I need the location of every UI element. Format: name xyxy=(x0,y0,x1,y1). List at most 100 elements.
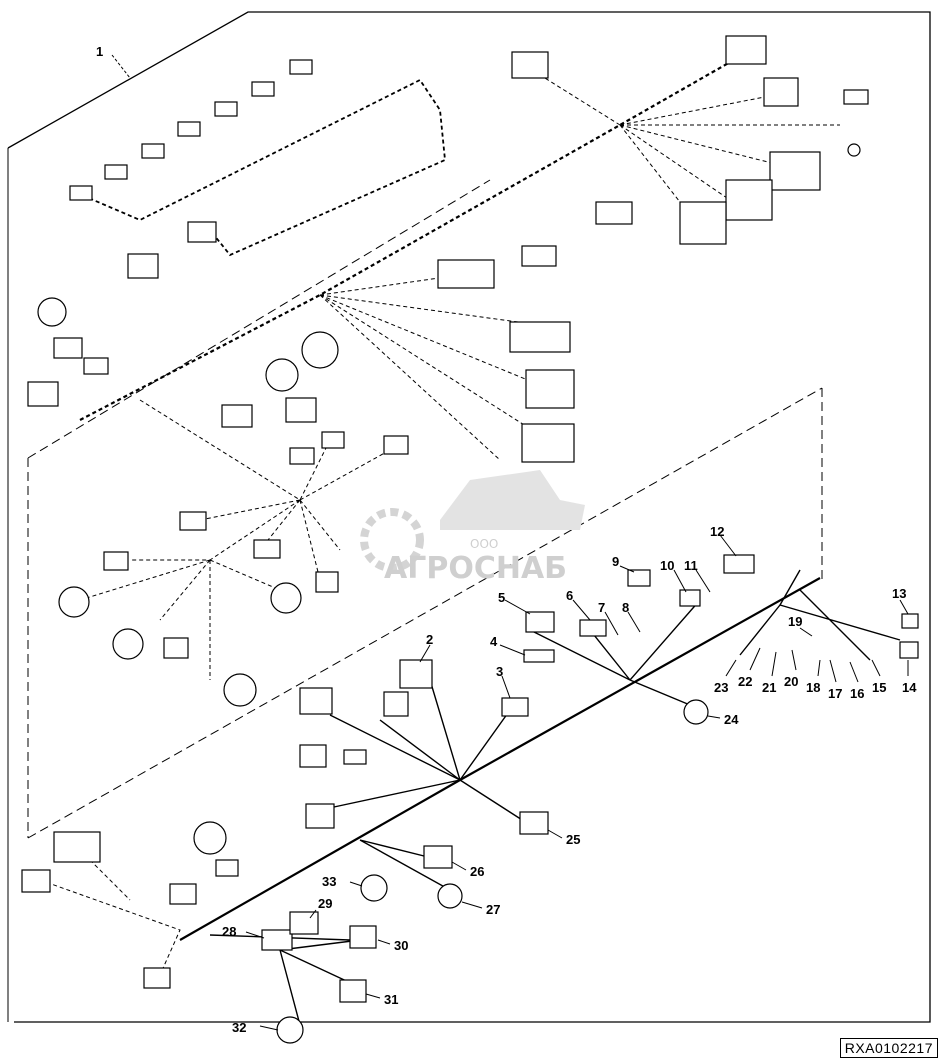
connector-lower-e xyxy=(305,803,335,829)
connector-lower-d xyxy=(343,749,367,765)
upper-loop-wire xyxy=(69,78,446,257)
callout-21: 21 xyxy=(762,680,776,695)
callout-1: 1 xyxy=(96,44,103,59)
callout-30: 30 xyxy=(394,938,408,953)
connector-lower-i xyxy=(215,859,239,877)
callout-10: 10 xyxy=(660,558,674,573)
watermark-tractor-icon xyxy=(440,470,585,530)
connector-mid-5 xyxy=(253,539,281,559)
connector-lower-j xyxy=(169,883,197,905)
connector-31 xyxy=(339,979,367,1003)
callout-32: 32 xyxy=(232,1020,246,1035)
connector-14 xyxy=(899,641,919,659)
upper-trunk-wire xyxy=(79,44,761,421)
connector-33 xyxy=(360,874,388,902)
connector-upper-e xyxy=(27,381,59,407)
connector-round-c xyxy=(301,331,339,369)
connector-32 xyxy=(276,1016,304,1044)
watermark: ООО АГРОСНАБ xyxy=(360,470,585,586)
lower-left-wires xyxy=(39,849,181,976)
connector-top-1 xyxy=(511,51,549,79)
callout-20: 20 xyxy=(784,674,798,689)
callout-24: 24 xyxy=(724,712,739,727)
connector-upper-j xyxy=(285,397,317,423)
callout-19: 19 xyxy=(788,614,802,629)
callout-8: 8 xyxy=(622,600,629,615)
connector-25 xyxy=(519,811,549,835)
connector-10 xyxy=(679,589,701,607)
subframe-dashed xyxy=(27,179,823,839)
connector-6 xyxy=(579,619,607,637)
connector-round-b xyxy=(265,358,299,392)
callout-22: 22 xyxy=(738,674,752,689)
connector-13 xyxy=(901,613,919,629)
connector-28 xyxy=(261,929,293,951)
ring-terminal xyxy=(847,143,861,157)
connector-mid-6 xyxy=(103,551,129,571)
connector-top-9 xyxy=(521,245,557,267)
callout-28: 28 xyxy=(222,924,236,939)
connector-top-2 xyxy=(725,35,767,65)
callout-7: 7 xyxy=(598,600,605,615)
connector-mid-2 xyxy=(321,431,345,449)
connector-1b xyxy=(251,81,275,97)
connector-top-7 xyxy=(679,201,727,245)
connector-1d xyxy=(177,121,201,137)
connector-upper-k xyxy=(221,404,253,428)
connector-mid-3 xyxy=(383,435,409,455)
callout-23: 23 xyxy=(714,680,728,695)
upper-branch-wires xyxy=(319,74,840,461)
callout-13: 13 xyxy=(892,586,906,601)
lower-branch-wires xyxy=(209,569,901,1026)
callout-6: 6 xyxy=(566,588,573,603)
watermark-large-text: АГРОСНАБ xyxy=(384,551,567,586)
callout-4: 4 xyxy=(490,634,498,649)
frame-upper xyxy=(7,11,931,1023)
connector-round-d xyxy=(58,586,90,618)
callout-2: 2 xyxy=(426,632,433,647)
connector-top-8 xyxy=(595,201,633,225)
connector-mid-7 xyxy=(163,637,189,659)
callout-16: 16 xyxy=(850,686,864,701)
callout-27: 27 xyxy=(486,902,500,917)
connector-4 xyxy=(523,649,555,663)
connector-round-f xyxy=(270,582,302,614)
connector-top-5 xyxy=(769,151,821,191)
connector-5 xyxy=(525,611,555,633)
connector-upper-b xyxy=(127,253,159,279)
callout-15: 15 xyxy=(872,680,886,695)
connector-lower-g xyxy=(21,869,51,893)
connector-mid-8 xyxy=(315,571,339,593)
connector-upper-g xyxy=(509,321,571,353)
callout-9: 9 xyxy=(612,554,619,569)
connector-upper-a xyxy=(187,221,217,243)
callout-5: 5 xyxy=(498,590,505,605)
connector-top-6 xyxy=(725,179,773,221)
callout-11: 11 xyxy=(684,558,698,573)
connector-12 xyxy=(723,554,755,574)
connector-round-g xyxy=(223,673,257,707)
callout-29: 29 xyxy=(318,896,332,911)
connector-lower-h xyxy=(193,821,227,855)
reference-code: RXA0102217 xyxy=(839,1038,938,1058)
connector-lower-k xyxy=(143,967,171,989)
watermark-small-text: ООО xyxy=(470,537,498,551)
connector-27 xyxy=(437,883,463,909)
connector-lower-f xyxy=(53,831,101,863)
connector-30 xyxy=(349,925,377,949)
connector-top-3 xyxy=(763,77,799,107)
connector-upper-h xyxy=(525,369,575,409)
connector-round-a xyxy=(37,297,67,327)
lower-trunk-wire xyxy=(179,577,821,941)
connector-26 xyxy=(423,845,453,869)
connector-1g xyxy=(69,185,93,201)
callout-31: 31 xyxy=(384,992,398,1007)
connector-upper-f xyxy=(437,259,495,289)
connector-1e xyxy=(141,143,165,159)
callout-14: 14 xyxy=(902,680,917,695)
connector-upper-c xyxy=(53,337,83,359)
callout-26: 26 xyxy=(470,864,484,879)
connector-24 xyxy=(683,699,709,725)
callout-33: 33 xyxy=(322,874,336,889)
callout-labels: 1 2 3 4 5 6 7 8 9 10 11 12 13 14 15 16 1… xyxy=(96,44,917,1035)
